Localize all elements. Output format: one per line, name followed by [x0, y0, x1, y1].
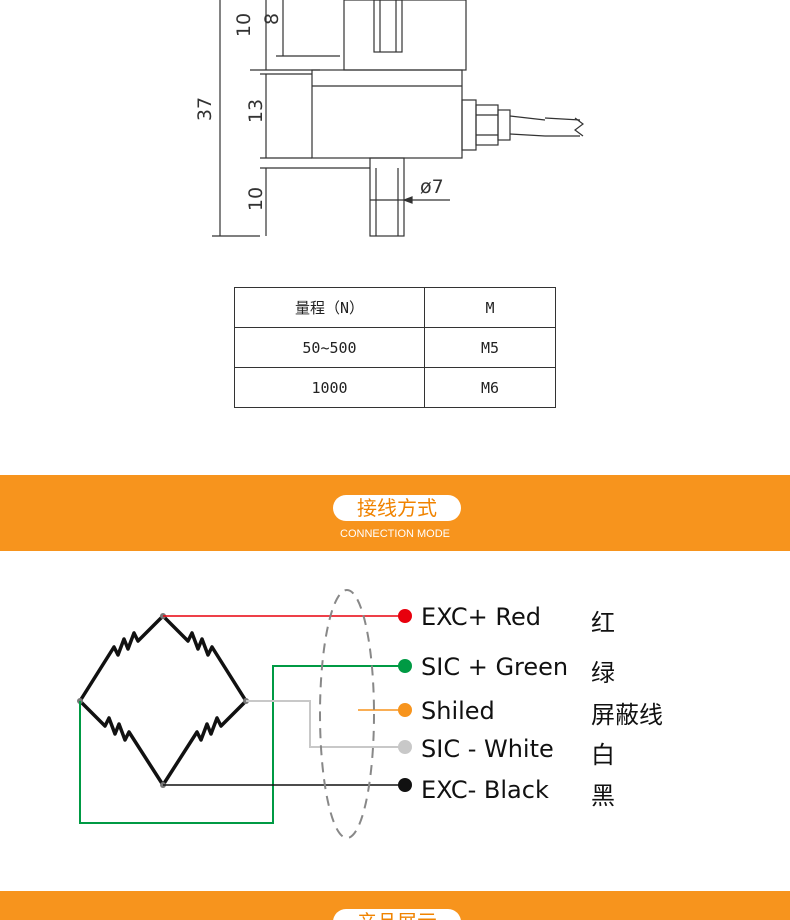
dim-37: 37	[194, 96, 217, 122]
connection-mode-banner: 接线方式 CONNECTION MODE	[0, 475, 790, 551]
dim-diameter-7: ø7	[420, 176, 444, 198]
wire-cn-green: 绿	[591, 659, 615, 687]
wire-label-sic-minus: SIC - White	[421, 735, 554, 763]
dim-8: 8	[261, 12, 284, 26]
wire-label-exc-minus: EXC- Black	[421, 776, 549, 804]
wire-label-exc-plus: EXC+ Red	[421, 603, 541, 631]
header-range: 量程（N）	[234, 287, 425, 328]
wire-label-sic-plus: SIC + Green	[421, 653, 569, 681]
table-header-row: 量程（N） M	[234, 287, 556, 328]
section-title-product: 产品展示	[333, 909, 461, 920]
section-title: 接线方式	[333, 495, 461, 521]
dim-10-bottom: 10	[245, 186, 268, 212]
table-row: 50~500 M5	[234, 327, 556, 368]
dim-13: 13	[245, 98, 268, 124]
dimension-drawing	[212, 0, 584, 237]
wire-cn-red: 红	[591, 609, 615, 637]
spec-table: 量程（N） M 50~500 M5 1000 M6	[234, 287, 556, 408]
wire-cn-white: 白	[591, 741, 615, 769]
section-subtitle: CONNECTION MODE	[340, 528, 450, 540]
wiring-diagram	[77, 589, 412, 839]
product-display-banner: 产品展示	[0, 891, 790, 920]
wire-cn-shield: 屏蔽线	[591, 701, 663, 729]
table-cell: M6	[424, 367, 556, 408]
table-cell: M5	[424, 327, 556, 368]
table-row: 1000 M6	[234, 367, 556, 408]
table-cell: 50~500	[234, 327, 425, 368]
wire-label-shield: Shiled	[421, 697, 495, 725]
dim-10-top: 10	[233, 12, 256, 38]
header-m: M	[424, 287, 556, 328]
wire-cn-black: 黑	[591, 782, 615, 810]
table-cell: 1000	[234, 367, 425, 408]
